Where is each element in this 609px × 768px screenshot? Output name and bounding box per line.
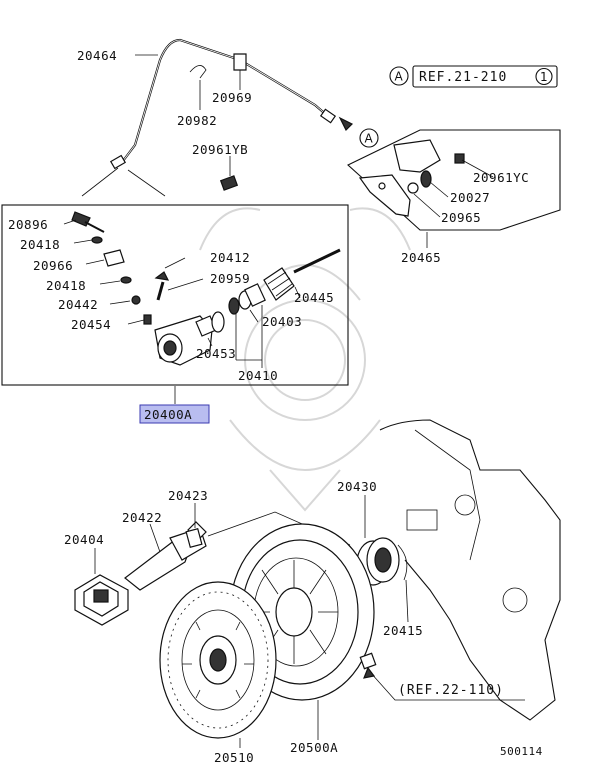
callout-20959: 20959 xyxy=(210,271,250,286)
callout-20454: 20454 xyxy=(71,317,111,332)
callout-20410: 20410 xyxy=(238,368,278,383)
callout-20400A[interactable]: 20400A xyxy=(144,407,192,422)
clutch-pipe xyxy=(109,38,354,170)
callout-20982: 20982 xyxy=(177,113,217,128)
ref-a-group: A REF.21-210 1 xyxy=(389,65,558,88)
callout-20430: 20430 xyxy=(337,479,377,494)
diagram-code: 500114 xyxy=(500,745,543,758)
callout-20453: 20453 xyxy=(196,346,236,361)
callout-20422: 20422 xyxy=(122,510,162,525)
callout-20510: 20510 xyxy=(214,750,254,765)
callout-20445: 20445 xyxy=(294,290,334,305)
ref-a-letter: A xyxy=(395,70,404,84)
callout-20961YC: 20961YC xyxy=(473,170,529,185)
arrow-target-letter: A xyxy=(365,132,374,146)
callout-20966: 20966 xyxy=(33,258,73,273)
bracket-assembly xyxy=(347,129,561,231)
callout-20412: 20412 xyxy=(210,250,250,265)
callout-20423: 20423 xyxy=(168,488,208,503)
callout-20027: 20027 xyxy=(450,190,490,205)
fork-boot xyxy=(74,574,129,626)
callout-20500A: 20500A xyxy=(290,740,338,755)
callout-20465: 20465 xyxy=(401,250,441,265)
callout-20415: 20415 xyxy=(383,623,423,638)
callout-20404: 20404 xyxy=(64,532,104,547)
callout-20961YB: 20961YB xyxy=(192,142,248,157)
ref-a-text: REF.21-210 xyxy=(419,70,507,85)
callout-20403: 20403 xyxy=(262,314,302,329)
callout-20969: 20969 xyxy=(212,90,252,105)
callout-20442: 20442 xyxy=(58,297,98,312)
callout-20418-lower: 20418 xyxy=(46,278,86,293)
release-fork xyxy=(124,521,207,591)
callout-20896: 20896 xyxy=(8,217,48,232)
release-cylinder-box xyxy=(1,204,349,386)
highlight-20400A[interactable] xyxy=(139,404,210,424)
callout-20418-upper: 20418 xyxy=(20,237,60,252)
ref-a-number: 1 xyxy=(540,70,548,84)
release-cylinder-parts xyxy=(71,211,341,366)
ref-22-110: (REF.22-110) xyxy=(398,683,504,698)
clutch-disc xyxy=(159,581,277,739)
callout-20965: 20965 xyxy=(441,210,481,225)
callout-20464: 20464 xyxy=(77,48,117,63)
